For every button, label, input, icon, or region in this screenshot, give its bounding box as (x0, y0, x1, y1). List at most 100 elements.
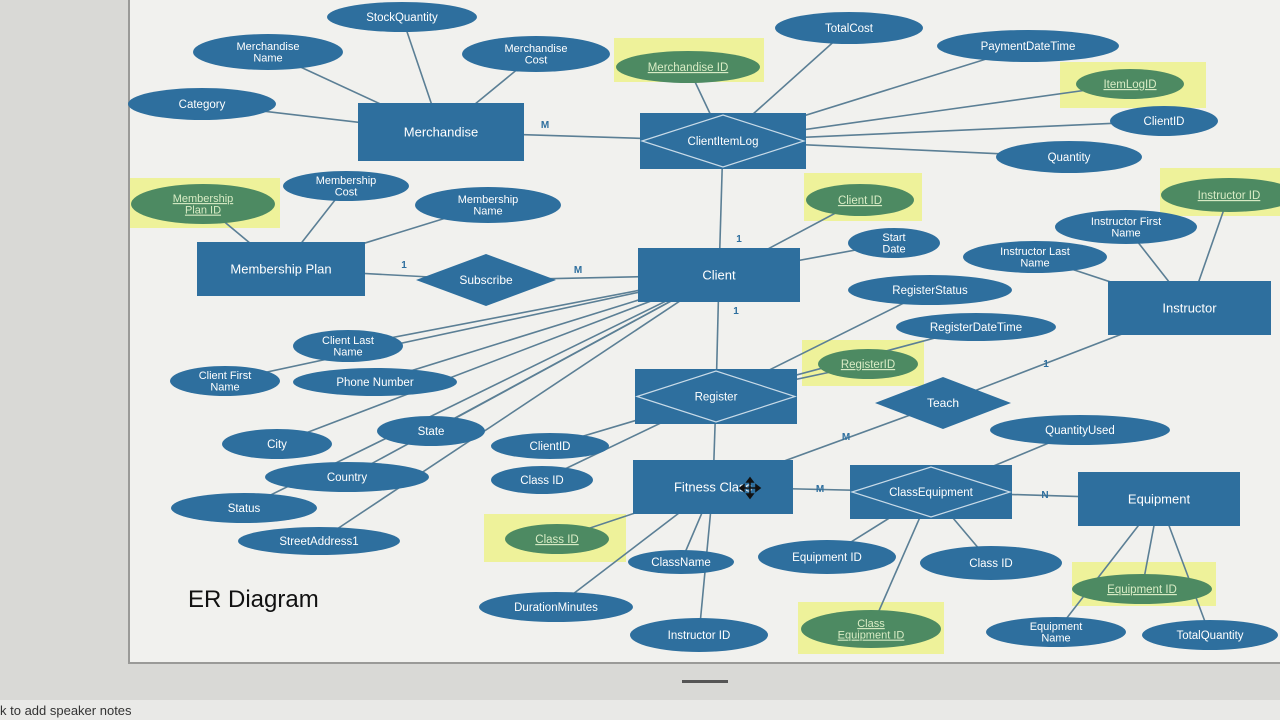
cardinality-client-log: 1 (736, 234, 742, 245)
attribute-ce-equipment-id[interactable]: Equipment ID (758, 540, 896, 574)
relationship-diamond (875, 377, 1011, 429)
attribute-register-client-id[interactable]: ClientID (491, 433, 609, 459)
attribute-equipment-id[interactable]: Equipment ID (1072, 574, 1212, 604)
attribute-log-quantity[interactable]: Quantity (996, 141, 1142, 173)
cardinality-class-ce: M (816, 484, 824, 495)
entity-box (638, 248, 800, 302)
attribute-label: ClassName (651, 557, 710, 569)
attribute-label: ClientID (530, 441, 571, 453)
attribute-category[interactable]: Category (128, 88, 276, 120)
associative-entity-register[interactable]: Register (635, 369, 797, 424)
attribute-register-id[interactable]: RegisterID (818, 349, 918, 379)
key-attribute-ellipse (818, 349, 918, 379)
entity-equipment[interactable]: Equipment (1078, 472, 1240, 526)
connector-line (276, 274, 720, 445)
cardinality-client-register: 1 (733, 306, 739, 317)
attribute-label: Class ID (969, 558, 1012, 570)
attribute-payment-date-time[interactable]: PaymentDateTime (937, 30, 1119, 62)
associative-entity-client-item-log[interactable]: ClientItemLog (640, 113, 806, 169)
attribute-instructor-id[interactable]: Instructor ID (1161, 178, 1280, 212)
attribute-item-log-id[interactable]: ItemLogID (1076, 69, 1184, 99)
attribute-street-address[interactable]: StreetAddress1 (238, 527, 400, 555)
attribute-ellipse (193, 34, 343, 70)
attribute-ellipse (963, 241, 1107, 273)
entity-instructor[interactable]: Instructor (1108, 281, 1271, 335)
key-attribute-ellipse (806, 184, 914, 216)
pane-splitter-handle[interactable] (682, 680, 728, 683)
cardinality-subscribe-client: M (574, 265, 582, 276)
associative-entity-label: Register (695, 392, 738, 404)
relationship-teach[interactable]: Teach (875, 377, 1011, 429)
attribute-log-client-id[interactable]: ClientID (1110, 106, 1218, 136)
attribute-register-class-id[interactable]: Class ID (491, 466, 593, 494)
entity-label: Instructor (1162, 301, 1217, 316)
attribute-label: State (418, 426, 445, 438)
attribute-client-id[interactable]: Client ID (806, 184, 914, 216)
attribute-ellipse (491, 466, 593, 494)
attribute-label: Client ID (838, 195, 882, 207)
attribute-ellipse (327, 2, 477, 32)
attribute-label: Quantity (1048, 152, 1091, 164)
attribute-label: Instructor ID (668, 630, 731, 642)
attribute-label: TotalQuantity (1176, 630, 1243, 642)
associative-entity-diamond (640, 114, 806, 168)
attribute-duration-minutes[interactable]: DurationMinutes (479, 592, 633, 622)
entity-fitness-class[interactable]: Fitness Class (633, 460, 793, 514)
attribute-label: Phone Number (336, 377, 414, 389)
entity-merchandise[interactable]: Merchandise (358, 103, 524, 161)
attribute-quantity-used[interactable]: QuantityUsed (990, 415, 1170, 445)
attribute-ellipse (775, 12, 923, 44)
associative-entity-diamond (635, 370, 797, 423)
attribute-register-date-time[interactable]: RegisterDateTime (896, 313, 1056, 341)
attribute-total-quantity[interactable]: TotalQuantity (1142, 620, 1278, 650)
entity-label: Client (702, 268, 736, 283)
attribute-city[interactable]: City (222, 429, 332, 459)
attribute-merchandise-id[interactable]: Merchandise ID (616, 51, 760, 83)
attribute-ce-class-id[interactable]: Class ID (920, 546, 1062, 580)
speaker-notes-bar[interactable] (0, 700, 1280, 720)
attribute-label: Class ID (520, 475, 563, 487)
attribute-ellipse (937, 30, 1119, 62)
attribute-country[interactable]: Country (265, 462, 429, 492)
speaker-notes-hint[interactable]: k to add speaker notes (0, 703, 132, 718)
cardinality-plan-subscribe: 1 (401, 260, 407, 271)
entity-membership-plan[interactable]: Membership Plan (197, 242, 365, 296)
attribute-ellipse (1110, 106, 1218, 136)
associative-entity-class-equipment[interactable]: ClassEquipment (850, 465, 1012, 519)
attribute-status[interactable]: Status (171, 493, 317, 523)
attribute-stock-quantity[interactable]: StockQuantity (327, 2, 477, 32)
attribute-label: Status (228, 503, 261, 515)
entity-client[interactable]: Client (638, 248, 800, 302)
attribute-ellipse (171, 493, 317, 523)
attribute-label: Merchandise ID (648, 62, 729, 74)
attribute-ellipse (283, 171, 409, 201)
attribute-class-instructor-id[interactable]: Instructor ID (630, 618, 768, 652)
attribute-phone-number[interactable]: Phone Number (293, 368, 457, 396)
key-attribute-ellipse (505, 524, 609, 554)
attribute-state[interactable]: State (377, 416, 485, 446)
attribute-register-status[interactable]: RegisterStatus (848, 275, 1012, 305)
attribute-total-cost[interactable]: TotalCost (775, 12, 923, 44)
relationship-subscribe[interactable]: Subscribe (416, 254, 556, 306)
attribute-class-name[interactable]: ClassName (628, 550, 734, 574)
attribute-class-id[interactable]: Class ID (505, 524, 609, 554)
attribute-ellipse (238, 527, 400, 555)
